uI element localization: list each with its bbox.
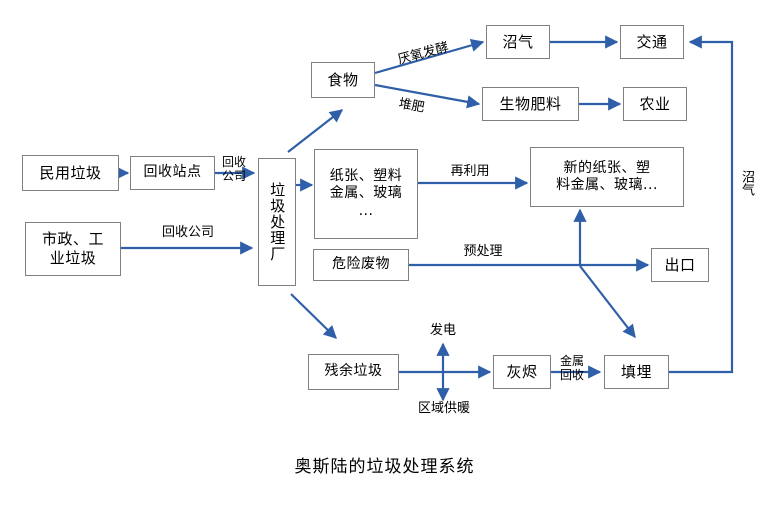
node-hazardous-waste[interactable]: 危险废物 bbox=[313, 249, 409, 281]
edge-label-power-generation: 发电 bbox=[429, 323, 456, 338]
node-transport[interactable]: 交通 bbox=[620, 25, 684, 59]
edge-label-recycling-company: 回收公司 bbox=[161, 225, 214, 240]
node-residual-waste[interactable]: 残余垃圾 bbox=[308, 354, 399, 390]
edge-label-biogas-return: 沼气 bbox=[739, 170, 754, 196]
edge-label-composting: 堆肥 bbox=[397, 96, 426, 116]
node-municipal-waste[interactable]: 市政、工 业垃圾 bbox=[25, 222, 121, 276]
node-recyclables[interactable]: 纸张、塑料 金属、玻璃 ... bbox=[314, 149, 418, 239]
edge-label-recycling-company-short: 回收 公司 bbox=[221, 155, 246, 183]
node-waste-plant[interactable]: 垃圾处理厂 bbox=[258, 158, 296, 286]
node-biogas[interactable]: 沼气 bbox=[486, 25, 550, 59]
edge-plant-to-food bbox=[287, 109, 344, 153]
node-export[interactable]: 出口 bbox=[651, 248, 709, 282]
edge-label-district-heating: 区域供暖 bbox=[417, 401, 470, 416]
node-new-materials[interactable]: 新的纸张、塑 料金属、玻璃... bbox=[530, 147, 684, 207]
node-agriculture[interactable]: 农业 bbox=[623, 87, 687, 121]
edge-label-reuse: 再利用 bbox=[450, 164, 490, 179]
edge-plant-to-residual bbox=[290, 293, 337, 339]
node-ash[interactable]: 灰烬 bbox=[493, 355, 551, 389]
edge-label-pretreatment: 预处理 bbox=[463, 244, 503, 259]
edge-label-anaerobic-fermentation: 厌氧发酵 bbox=[396, 39, 451, 68]
node-food[interactable]: 食物 bbox=[311, 62, 375, 98]
diagram-caption: 奥斯陆的垃圾处理系统 bbox=[294, 457, 475, 477]
edge-label-metal-recovery: 金属 回收 bbox=[559, 354, 584, 382]
node-household-waste[interactable]: 民用垃圾 bbox=[22, 155, 119, 191]
node-landfill[interactable]: 填埋 bbox=[604, 355, 669, 389]
edge-junction-to-landfill bbox=[579, 265, 636, 339]
node-recycling-station[interactable]: 回收站点 bbox=[130, 156, 215, 190]
node-biofertilizer[interactable]: 生物肥料 bbox=[482, 87, 579, 121]
